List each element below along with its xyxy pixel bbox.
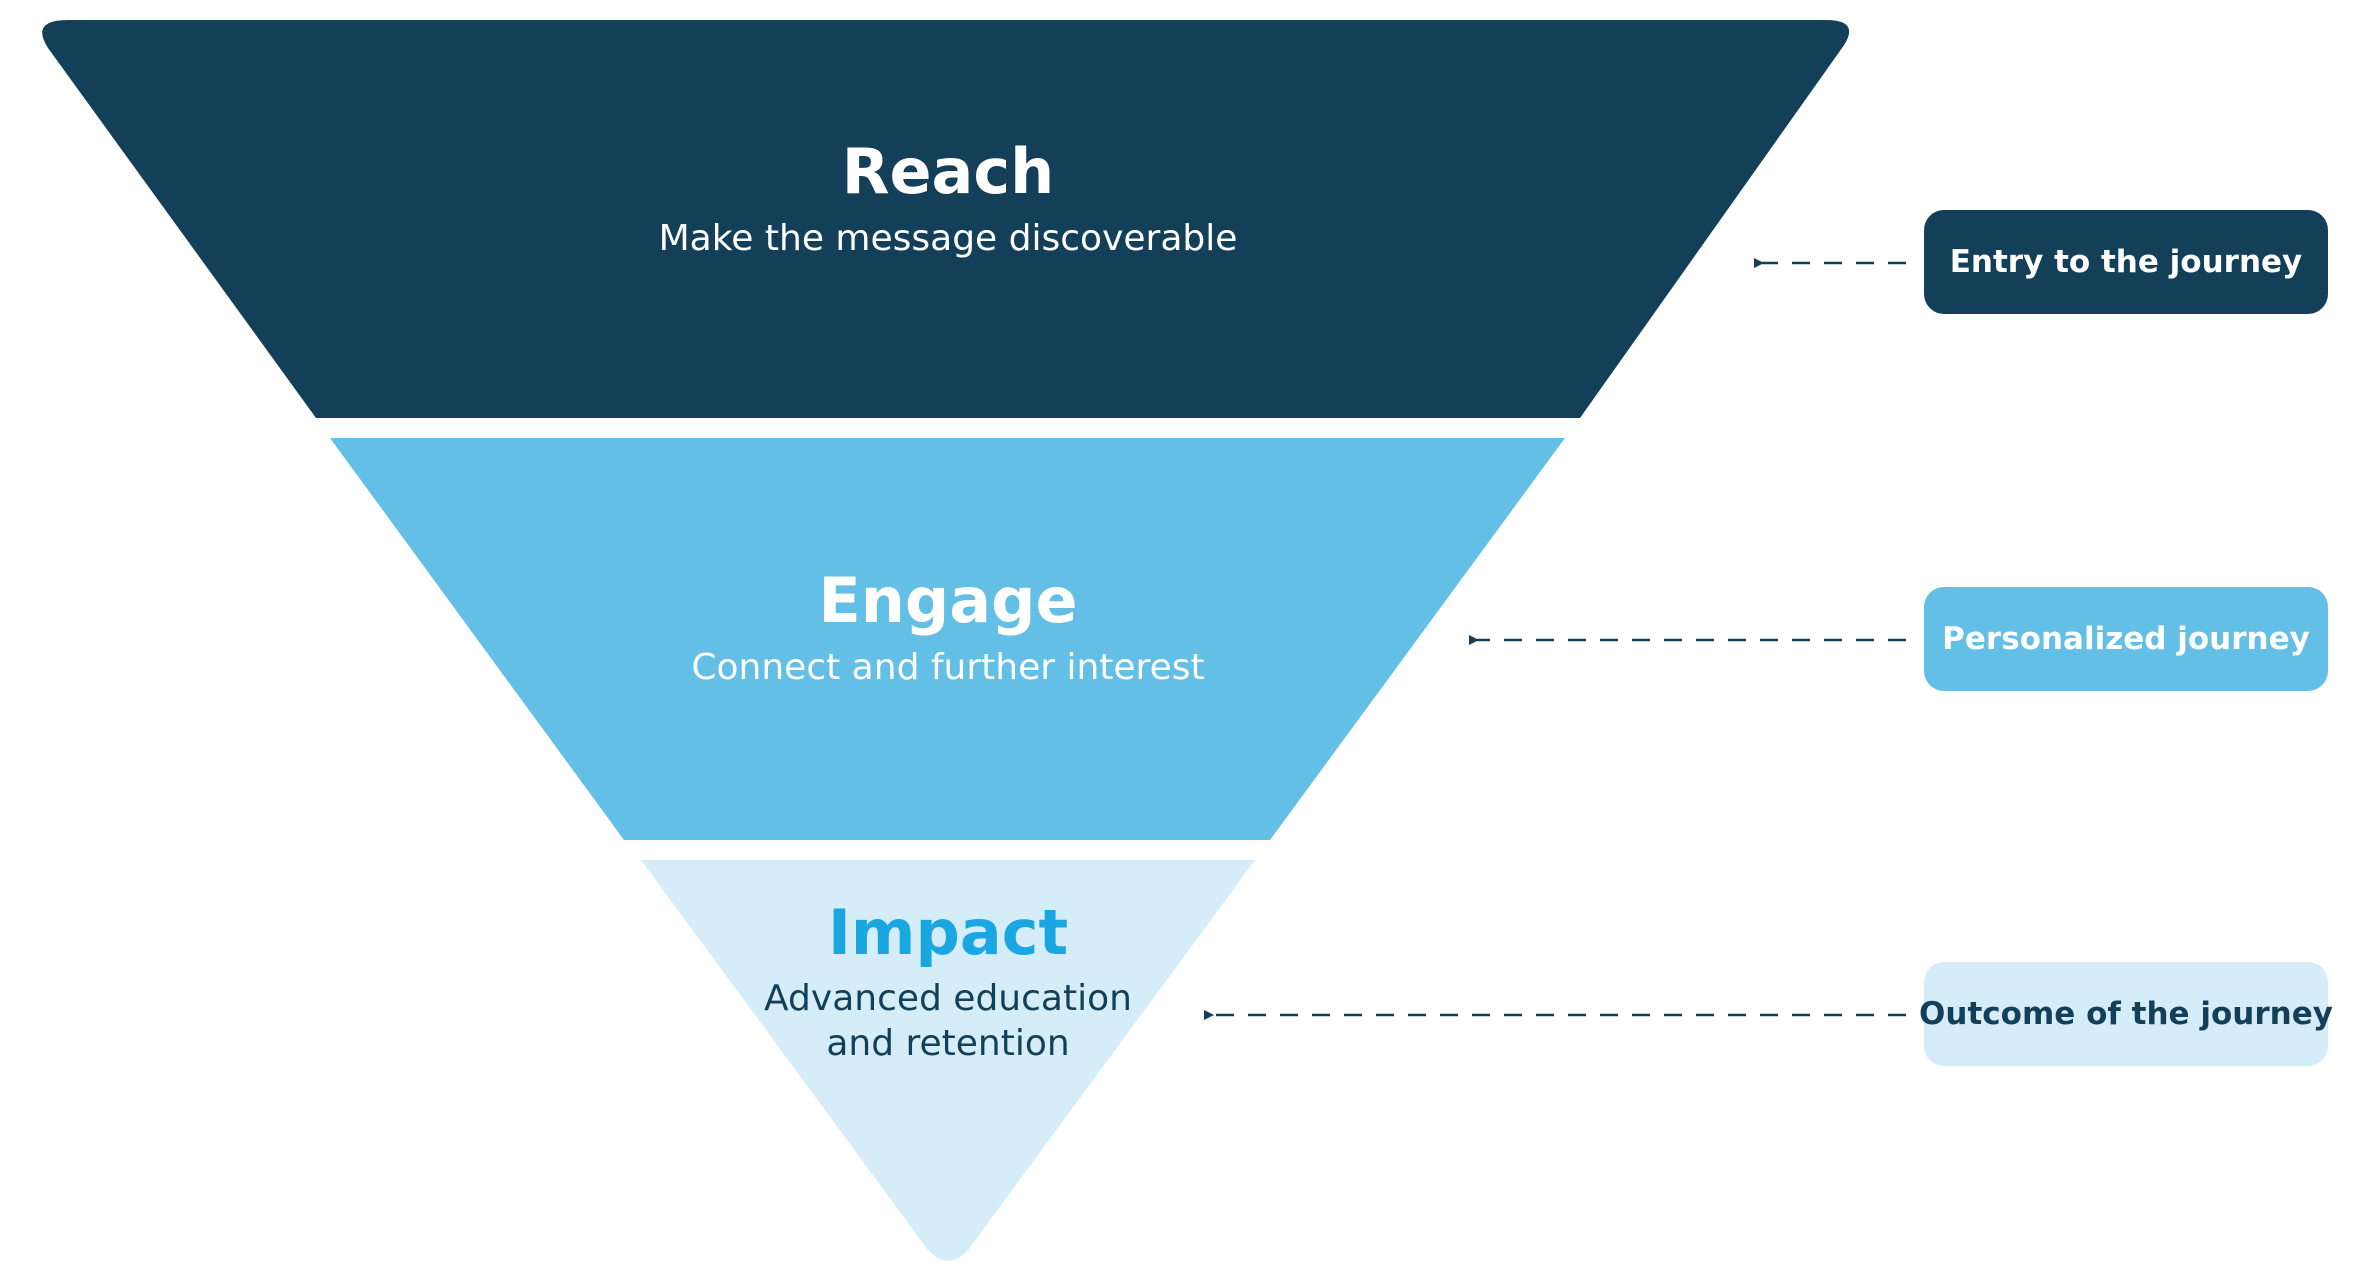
- stage-title-impact: Impact: [828, 896, 1068, 969]
- callout-personalized-label: Personalized journey: [1942, 621, 2310, 657]
- stage-subtitle-impact-line1: Advanced education: [764, 978, 1132, 1019]
- callout-entry: Entry to the journey: [1924, 210, 2328, 314]
- stage-subtitle-reach: Make the message discoverable: [659, 218, 1238, 259]
- funnel-band-impact: [641, 860, 1255, 1261]
- stage-subtitle-engage: Connect and further interest: [691, 647, 1204, 688]
- funnel-band-reach: [42, 20, 1850, 418]
- stage-title-engage: Engage: [818, 564, 1077, 637]
- stage-subtitle-impact-line2: and retention: [826, 1023, 1069, 1064]
- funnel-band-engage: [330, 438, 1565, 840]
- stage-title-reach: Reach: [842, 135, 1055, 208]
- callout-personalized: Personalized journey: [1924, 587, 2328, 691]
- callout-outcome: Outcome of the journey: [1919, 962, 2333, 1066]
- callout-entry-label: Entry to the journey: [1949, 244, 2303, 280]
- callout-outcome-label: Outcome of the journey: [1919, 996, 2333, 1032]
